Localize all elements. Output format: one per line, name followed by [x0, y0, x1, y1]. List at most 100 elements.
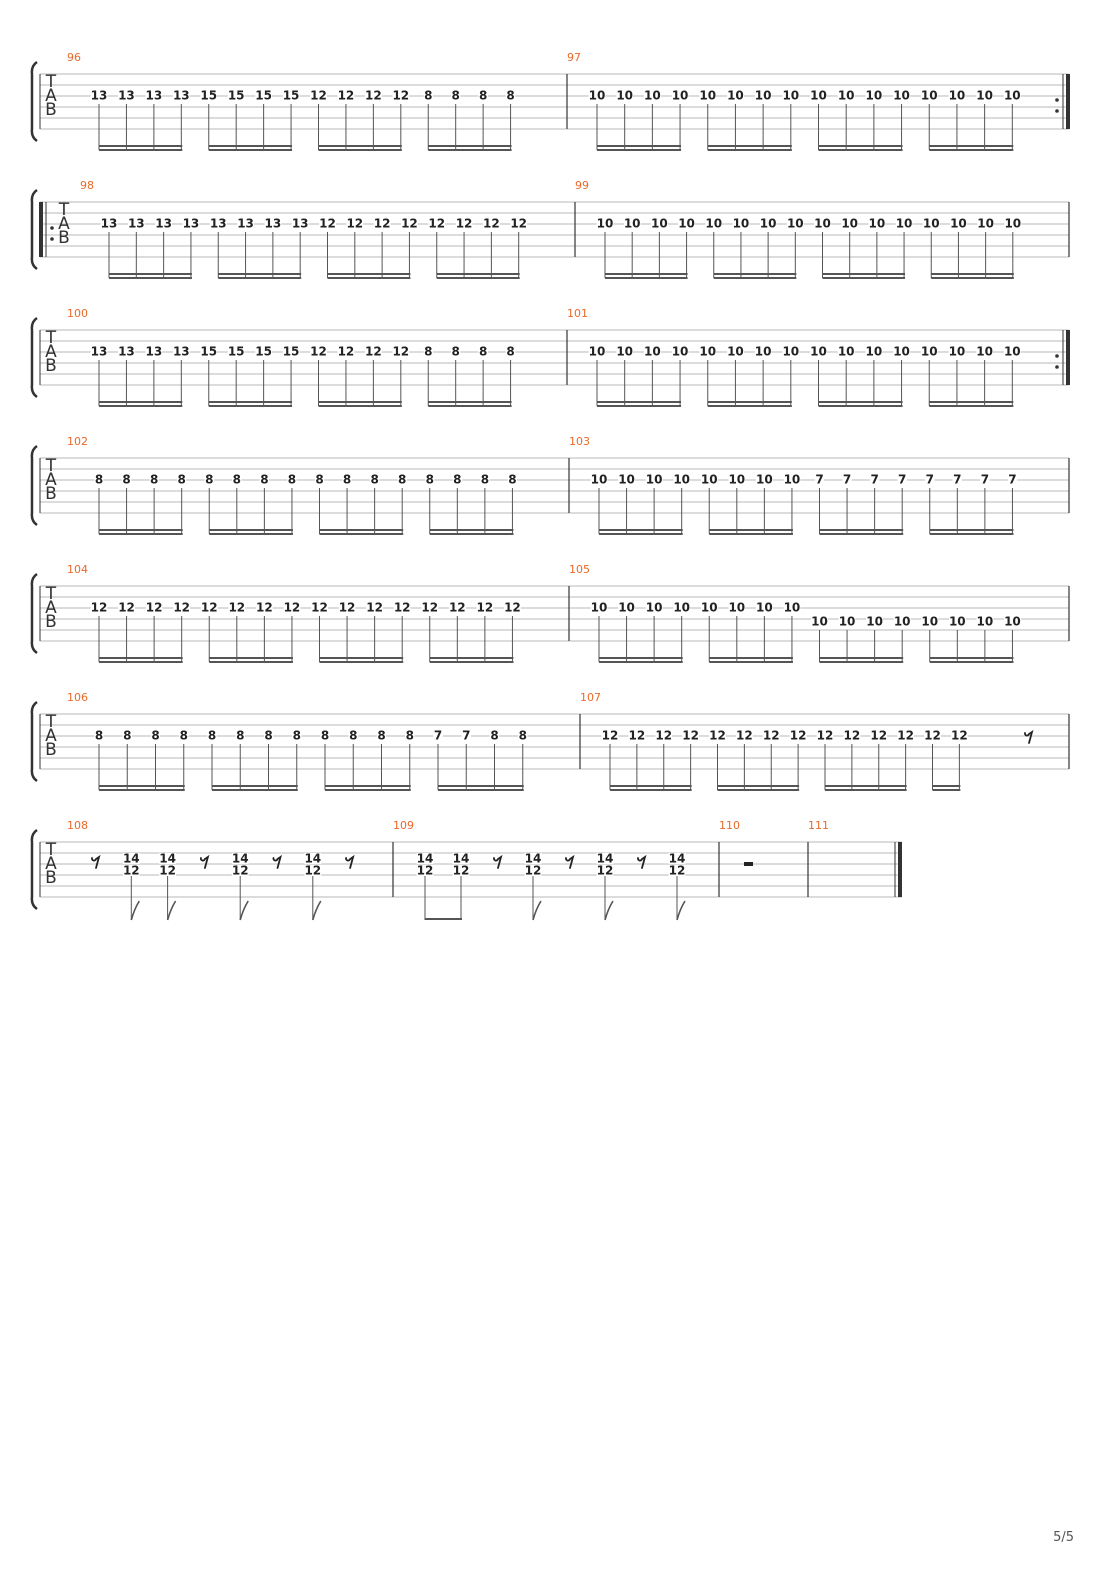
fret-mask	[291, 218, 309, 229]
fret-number: 13	[146, 345, 163, 359]
fret-number: 15	[200, 89, 217, 103]
fret-mask	[287, 474, 297, 485]
beam-secondary	[429, 533, 514, 535]
tab-clef-letter: B	[45, 356, 57, 376]
fret-number: 10	[1004, 615, 1021, 629]
fret-number: 15	[255, 89, 272, 103]
beam-primary	[428, 145, 512, 147]
fret-mask	[1003, 90, 1021, 101]
beam-secondary	[212, 789, 298, 791]
fret-number: 7	[870, 473, 878, 487]
beam-primary	[707, 145, 792, 147]
beam-secondary	[319, 533, 404, 535]
measure-number: 100	[67, 307, 88, 320]
fret-number: 12	[366, 601, 383, 615]
beam-secondary	[318, 405, 402, 407]
fret-number: 12	[392, 89, 409, 103]
fret-mask	[1007, 474, 1018, 485]
fret-mask	[282, 346, 300, 357]
fret-mask	[264, 218, 282, 229]
fret-number: 10	[1004, 89, 1021, 103]
fret-number: 14	[597, 852, 614, 866]
repeat-dot	[1055, 354, 1059, 358]
fret-number: 13	[146, 89, 163, 103]
fret-mask	[897, 730, 915, 741]
repeat-end-thick-bar	[1066, 330, 1070, 385]
fret-mask	[172, 90, 190, 101]
beam-primary	[429, 657, 514, 659]
beam-primary	[818, 145, 903, 147]
beam-secondary	[707, 405, 792, 407]
fret-number: 8	[122, 473, 130, 487]
beam-secondary	[597, 149, 682, 151]
beam-primary	[819, 529, 904, 531]
fret-mask	[118, 602, 135, 613]
fret-mask	[145, 346, 163, 357]
beam-primary	[425, 918, 462, 920]
measure-number: 110	[719, 819, 740, 832]
beam-secondary	[436, 277, 520, 279]
fret-number: 10	[646, 473, 663, 487]
fret-mask	[282, 90, 300, 101]
fret-mask	[783, 474, 801, 485]
fret-mask	[510, 218, 528, 229]
tab-clef-letter: A	[45, 342, 57, 362]
fret-mask	[590, 474, 608, 485]
beam-primary	[929, 145, 1014, 147]
fret-number: 13	[118, 345, 135, 359]
beam-secondary	[208, 149, 293, 151]
fret-number: 7	[815, 473, 823, 487]
fret-mask	[376, 730, 387, 741]
beam-secondary	[929, 533, 1014, 535]
fret-mask	[893, 616, 911, 627]
tab-clef-letter: T	[45, 840, 57, 860]
fret-mask	[237, 218, 254, 229]
fret-mask	[397, 474, 407, 485]
beam-secondary	[99, 661, 183, 663]
note-flag	[532, 900, 542, 921]
fret-number: 7	[462, 729, 470, 743]
beam-secondary	[429, 661, 514, 663]
beam-primary	[428, 401, 512, 403]
fret-mask	[518, 730, 528, 741]
fret-number: 15	[200, 345, 217, 359]
fret-mask	[920, 90, 938, 101]
fret-number: 12	[602, 729, 619, 743]
beam-primary	[709, 657, 793, 659]
fret-mask	[155, 218, 173, 229]
fret-number: 10	[810, 345, 827, 359]
repeat-end-thick-bar	[1066, 74, 1070, 129]
fret-mask	[263, 730, 274, 741]
fret-number: 7	[981, 473, 989, 487]
fret-number: 8	[506, 89, 514, 103]
beam-secondary	[717, 789, 800, 791]
fret-number: 8	[424, 345, 432, 359]
fret-mask	[94, 474, 104, 485]
note-flag	[239, 900, 249, 921]
fret-mask	[977, 218, 995, 229]
fret-number: 12	[123, 864, 140, 878]
fret-mask	[754, 346, 772, 357]
fret-number: 10	[838, 345, 855, 359]
fret-number: 14	[232, 852, 249, 866]
fret-number: 13	[91, 89, 108, 103]
fret-number: 10	[977, 217, 994, 231]
fret-number: 8	[490, 729, 498, 743]
fret-number: 10	[616, 345, 633, 359]
fret-number: 12	[201, 601, 218, 615]
fret-number: 12	[453, 864, 470, 878]
fret-mask	[655, 730, 673, 741]
beam-secondary	[713, 277, 797, 279]
fret-number: 15	[228, 89, 245, 103]
measure-number: 101	[567, 307, 588, 320]
fret-number: 10	[976, 345, 993, 359]
fret-number: 10	[921, 345, 938, 359]
fret-mask	[643, 90, 661, 101]
system-bracket	[30, 572, 38, 655]
measure-number: 103	[569, 435, 590, 448]
